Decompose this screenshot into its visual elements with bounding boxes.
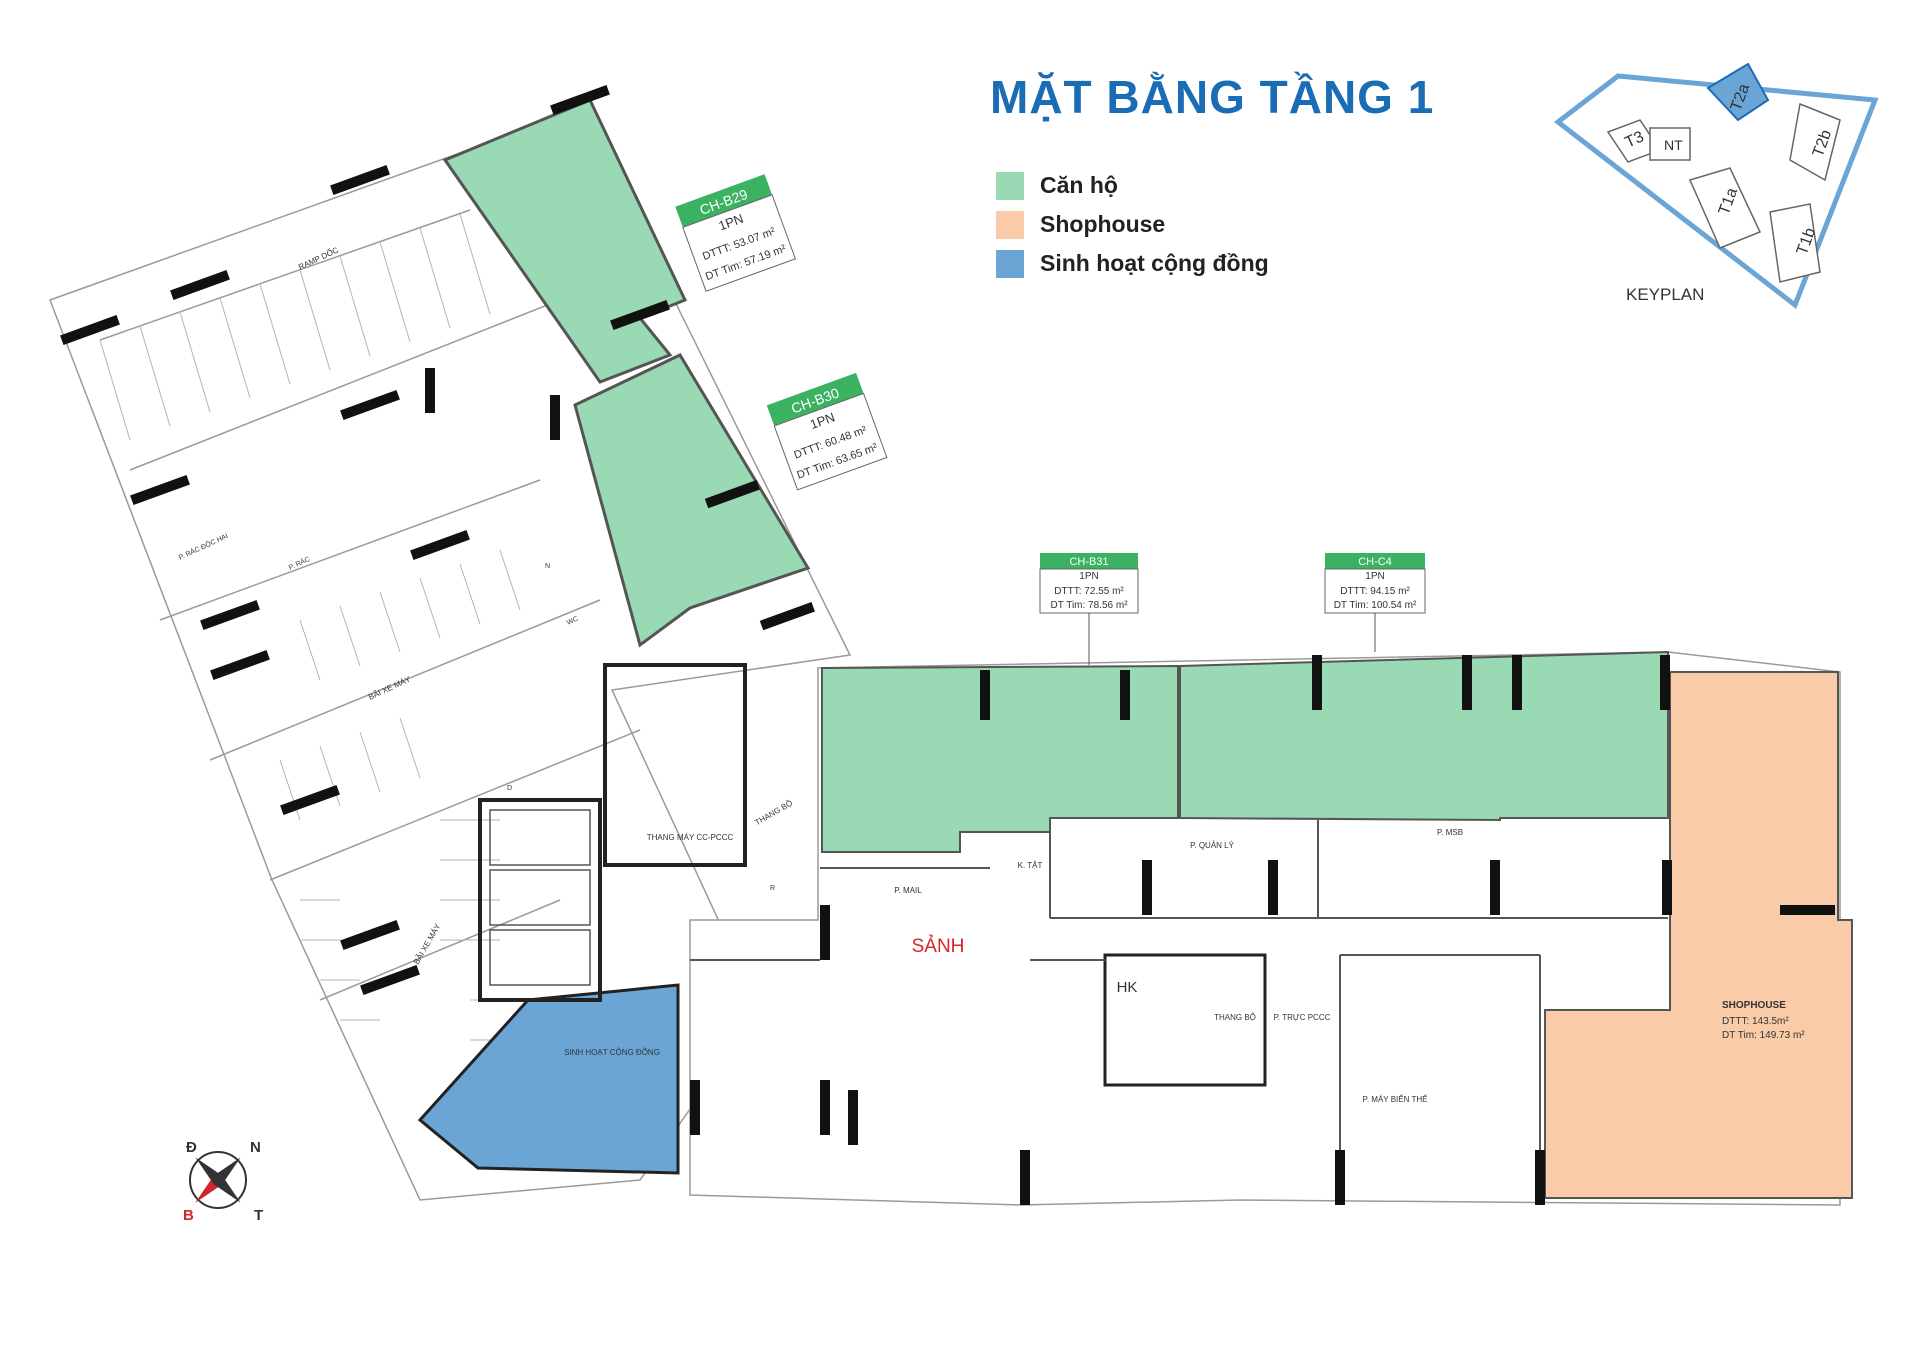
legend: Căn hộ Shophouse Sinh hoạt cộng đồng	[996, 166, 1269, 283]
columns	[60, 85, 1835, 1205]
keyplan-tower-nt: NT	[1664, 137, 1683, 153]
room-bai-xe-2: BÃI XE MÁY	[412, 922, 443, 966]
unit-code-ch-c4: CH-C4	[1358, 556, 1392, 568]
shophouse-title: SHOPHOUSE	[1722, 1000, 1786, 1011]
unit-tag-ch-b29: CH-B29 1PN DTTT: 53.07 m² DT Tim: 57.19 …	[675, 174, 797, 292]
unit-dttt-ch-b31: DTTT: 72.55 m²	[1054, 586, 1124, 597]
unit-tag-ch-c4: CH-C4 1PN DTTT: 94.15 m² DT Tim: 100.54 …	[1324, 553, 1426, 652]
shophouse-label: SHOPHOUSE DTTT: 143.5m² DT Tim: 149.73 m…	[1722, 1000, 1805, 1041]
compass-b: B	[183, 1207, 194, 1224]
compass: Đ N B T	[183, 1139, 263, 1224]
keyplan: T3 NT T2a T2b T1a T1b KEYPLAN	[1553, 62, 1879, 310]
unit-type-ch-c4: 1PN	[1365, 571, 1384, 582]
room-n: N	[545, 563, 550, 570]
room-mail: P. MAIL	[894, 886, 922, 895]
room-hk: HK	[1117, 979, 1138, 996]
main-block	[417, 650, 1853, 1206]
unit-tag-ch-b31: CH-B31 1PN DTTT: 72.55 m² DT Tim: 78.56 …	[1039, 553, 1139, 665]
community-room-label: SINH HOẠT CỘNG ĐỒNG	[564, 1047, 660, 1057]
legend-item-community: Sinh hoạt cộng đồng	[996, 244, 1269, 283]
unit-tag-ch-b30: CH-B30 1PN DTTT: 60.48 m² DT Tim: 63.65 …	[766, 372, 888, 491]
compass-n: N	[250, 1139, 261, 1156]
shophouse-dttt: DTTT: 143.5m²	[1722, 1016, 1789, 1027]
keyplan-caption: KEYPLAN	[1626, 285, 1704, 304]
room-quan-ly: P. QUẢN LÝ	[1190, 841, 1235, 850]
legend-item-apartment: Căn hộ	[996, 166, 1269, 205]
room-wc: WC	[566, 616, 580, 627]
compass-d: Đ	[186, 1139, 197, 1156]
room-msb: P. MSB	[1437, 828, 1463, 837]
legend-label-shophouse: Shophouse	[1040, 211, 1166, 237]
unit-dtt-ch-c4: DT Tim: 100.54 m²	[1334, 600, 1417, 611]
legend-item-shophouse: Shophouse	[996, 205, 1269, 244]
legend-swatch-apartment	[996, 171, 1024, 200]
unit-code-ch-b31: CH-B31	[1069, 556, 1108, 568]
room-k-tat: K. TẬT	[1018, 861, 1043, 870]
legend-swatch-community	[996, 249, 1024, 278]
room-may-bien-the: P. MÁY BIẾN THẾ	[1363, 1094, 1428, 1104]
room-r: R	[770, 885, 775, 892]
room-thang-bo-2: THANG BỘ	[753, 798, 794, 827]
room-thang-bo-1: THANG BỘ	[1214, 1013, 1256, 1022]
room-bai-xe-1: BÃI XE MÁY	[367, 674, 413, 702]
room-thang-may: THANG MÁY CC-PCCC	[647, 833, 734, 842]
room-d: D	[507, 785, 512, 792]
shophouse-dtt: DT Tim: 149.73 m²	[1722, 1030, 1805, 1041]
room-truc-pccc: P. TRỰC PCCC	[1274, 1013, 1331, 1022]
compass-t: T	[254, 1207, 263, 1224]
legend-swatch-shophouse	[996, 210, 1024, 239]
lobby-label: SẢNH	[912, 935, 965, 957]
unit-dtt-ch-b31: DT Tim: 78.56 m²	[1050, 600, 1128, 611]
room-rac-doc-hai: P. RÁC ĐỘC HẠI	[177, 531, 229, 562]
keyplan-tower-t3: T3	[1623, 128, 1647, 151]
unit-dttt-ch-c4: DTTT: 94.15 m²	[1340, 586, 1410, 597]
legend-label-apartment: Căn hộ	[1040, 172, 1118, 198]
unit-type-ch-b31: 1PN	[1079, 571, 1098, 582]
legend-label-community: Sinh hoạt cộng đồng	[1040, 250, 1269, 276]
page-title: MẶT BẰNG TẦNG 1	[990, 71, 1435, 123]
